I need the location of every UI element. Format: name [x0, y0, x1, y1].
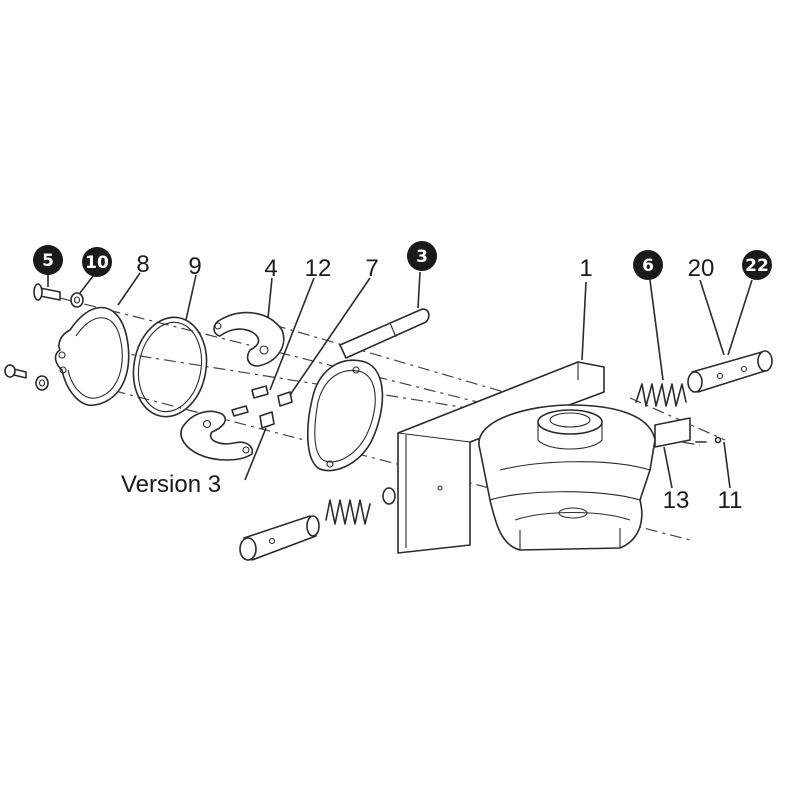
label-12: 12 [305, 255, 332, 282]
svg-text:10: 10 [85, 253, 109, 273]
leader-lines [47, 271, 753, 489]
svg-text:22: 22 [745, 256, 769, 276]
part-4-upper-shell [213, 311, 285, 367]
badge-6: 6 [633, 250, 663, 280]
part-7-plate [306, 359, 384, 472]
part-12-blocks [231, 385, 293, 429]
part-labels: 8 9 4 12 7 1 20 13 11 [136, 251, 742, 514]
part-8-circlip [54, 306, 130, 406]
svg-text:6: 6 [642, 256, 654, 276]
lower-spring [325, 499, 371, 525]
badge-labels: 5 10 3 6 22 [33, 241, 772, 280]
part-3-lever [339, 308, 430, 359]
label-13: 13 [663, 487, 690, 514]
label-9: 9 [188, 253, 201, 280]
badge-3: 3 [407, 241, 437, 271]
part-5-bolt-lower [4, 364, 27, 379]
label-4: 4 [264, 255, 277, 282]
svg-text:3: 3 [416, 247, 428, 267]
part-9-ring [132, 316, 208, 418]
label-11: 11 [718, 487, 743, 514]
part-11-screw [695, 436, 722, 444]
badge-10: 10 [82, 247, 112, 277]
badge-5: 5 [33, 245, 63, 275]
part-10-washer-lower [35, 375, 49, 391]
lower-shell [180, 410, 254, 461]
part-10-washer-upper [70, 292, 84, 308]
label-20: 20 [688, 255, 715, 282]
part-13-plate [654, 417, 691, 448]
svg-text:5: 5 [42, 251, 54, 271]
label-8: 8 [136, 251, 149, 278]
part-5-bolt-upper [33, 283, 61, 301]
variant-label: Version 3 [121, 471, 221, 498]
label-7: 7 [365, 255, 378, 282]
part-20-pin [687, 350, 773, 393]
part-1-coupling-body [478, 404, 656, 551]
part-6-spring [635, 383, 687, 407]
lower-pin [239, 515, 320, 561]
badge-22: 22 [742, 250, 772, 280]
label-1: 1 [579, 255, 592, 282]
